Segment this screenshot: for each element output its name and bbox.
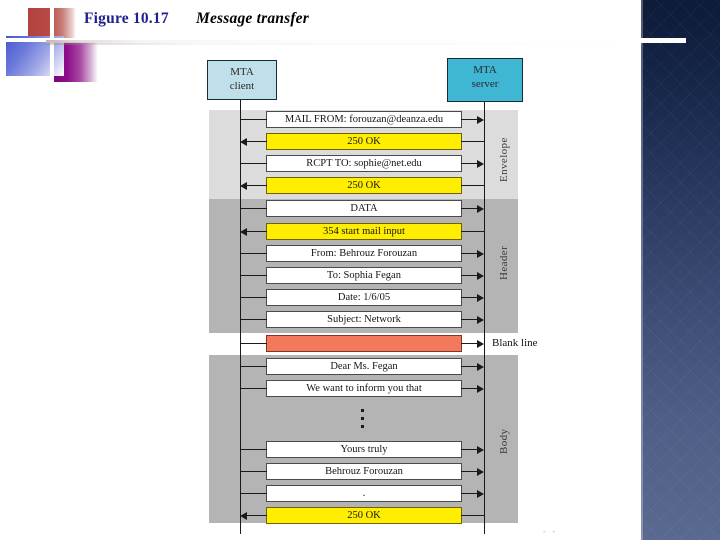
arrow-to-client-icon xyxy=(240,182,247,190)
arrow-to-server-icon xyxy=(477,446,484,454)
connector-left xyxy=(240,449,267,451)
connector-right xyxy=(461,163,477,165)
band-label-envelope: Envelope xyxy=(498,137,510,182)
mta-client-line1: MTA xyxy=(230,66,254,78)
blank-line-label: Blank line xyxy=(492,337,538,349)
arrow-to-client-icon xyxy=(240,228,247,236)
mta-server-box[interactable]: MTA server xyxy=(447,58,523,102)
connector-left xyxy=(240,297,267,299)
title-divider-shadow xyxy=(46,43,642,45)
figure-title: Message transfer xyxy=(196,10,309,27)
message-box[interactable]: From: Behrouz Forouzan xyxy=(266,245,462,262)
message-box[interactable]: Yours truly xyxy=(266,441,462,458)
connector-left xyxy=(240,471,267,473)
connector-left xyxy=(240,163,267,165)
connector-right xyxy=(461,471,477,473)
message-box[interactable]: Date: 1/6/05 xyxy=(266,289,462,306)
connector-right xyxy=(461,493,477,495)
arrow-to-server-icon xyxy=(477,160,484,168)
arrow-to-client-icon xyxy=(240,512,247,520)
connector-left xyxy=(240,119,267,121)
connector-left xyxy=(240,366,267,368)
band-label-header: Header xyxy=(498,245,510,280)
connector-left xyxy=(240,275,267,277)
title-divider-rule xyxy=(46,40,642,43)
arrow-to-server-icon xyxy=(477,272,484,280)
arrow-to-server-icon xyxy=(477,316,484,324)
server-lifeline xyxy=(484,101,486,534)
arrow-to-server-icon xyxy=(477,385,484,393)
panel-notch-bar xyxy=(632,38,686,43)
connector-left xyxy=(247,231,267,233)
message-box[interactable]: 250 OK xyxy=(266,507,462,524)
arrow-to-server-icon xyxy=(477,294,484,302)
mta-server-line2: server xyxy=(471,77,499,90)
connector-left xyxy=(240,208,267,210)
connector-left xyxy=(247,141,267,143)
connector-right xyxy=(461,319,477,321)
arrow-to-server-icon xyxy=(477,205,484,213)
mta-server-line1: MTA xyxy=(473,64,497,76)
connector-right xyxy=(461,208,477,210)
arrow-to-server-icon xyxy=(477,363,484,371)
client-lifeline xyxy=(240,100,242,534)
figure-number: Figure 10.17 xyxy=(84,10,169,27)
connector-right xyxy=(461,231,485,233)
logo-vertical-bar xyxy=(50,0,54,92)
connector-right xyxy=(461,141,485,143)
arrow-to-server-icon xyxy=(477,250,484,258)
panel-left-edge xyxy=(641,0,643,540)
message-box[interactable]: . xyxy=(266,485,462,502)
band-label-body: Body xyxy=(498,428,510,454)
page-artifact-mark: - - xyxy=(543,526,558,536)
arrow-to-server-icon xyxy=(477,340,484,348)
connector-right xyxy=(461,119,477,121)
message-box[interactable]: Dear Ms. Fegan xyxy=(266,358,462,375)
message-box[interactable]: Behrouz Forouzan xyxy=(266,463,462,480)
connector-left xyxy=(240,343,267,345)
message-box[interactable]: 250 OK xyxy=(266,133,462,150)
message-box[interactable]: 250 OK xyxy=(266,177,462,194)
connector-right xyxy=(461,515,485,517)
connector-left xyxy=(240,388,267,390)
connector-left xyxy=(240,253,267,255)
connector-right xyxy=(461,297,477,299)
message-box[interactable]: DATA xyxy=(266,200,462,217)
connector-left xyxy=(247,185,267,187)
arrow-to-client-icon xyxy=(240,138,247,146)
arrow-to-server-icon xyxy=(477,490,484,498)
connector-right xyxy=(461,343,477,345)
arrow-to-server-icon xyxy=(477,468,484,476)
connector-right xyxy=(461,185,485,187)
blank-line-box[interactable] xyxy=(266,335,462,352)
connector-left xyxy=(240,319,267,321)
connector-right xyxy=(461,388,477,390)
message-box[interactable]: MAIL FROM: forouzan@deanza.edu xyxy=(266,111,462,128)
mta-client-box[interactable]: MTA client xyxy=(207,60,277,100)
panel-diamond-texture xyxy=(641,0,720,540)
connector-right xyxy=(461,275,477,277)
band-header xyxy=(209,199,518,333)
mta-client-line2: client xyxy=(229,79,255,92)
connector-right xyxy=(461,449,477,451)
message-box[interactable]: RCPT TO: sophie@net.edu xyxy=(266,155,462,172)
message-box[interactable]: Subject: Network xyxy=(266,311,462,328)
connector-right xyxy=(461,253,477,255)
connector-left xyxy=(240,493,267,495)
message-box[interactable]: 354 start mail input xyxy=(266,223,462,240)
message-box[interactable]: We want to inform you that xyxy=(266,380,462,397)
right-decorative-panel xyxy=(641,0,720,540)
connector-right xyxy=(461,366,477,368)
vertical-ellipsis-icon xyxy=(361,409,366,433)
message-transfer-diagram: Envelope Header Body MTA client MTA serv… xyxy=(207,58,558,536)
connector-left xyxy=(247,515,267,517)
message-box[interactable]: To: Sophia Fegan xyxy=(266,267,462,284)
arrow-to-server-icon xyxy=(477,116,484,124)
